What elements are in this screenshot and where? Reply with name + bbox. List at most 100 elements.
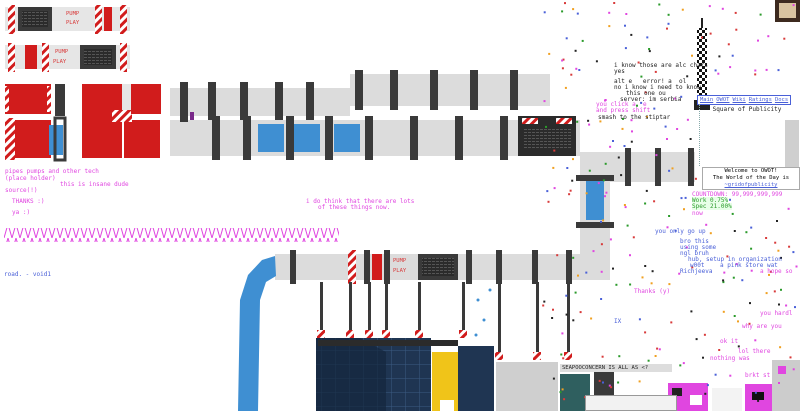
countdown-work: Work 0.75% (692, 197, 729, 204)
noise-dot (658, 3, 661, 6)
noise-dot (754, 73, 757, 76)
pump-row-1 (5, 5, 130, 34)
lower-pipe-line (238, 250, 605, 411)
menu-ratings[interactable]: Ratings (748, 97, 772, 103)
noise-dot (721, 7, 724, 10)
play-label-2[interactable]: PLAY (53, 59, 67, 65)
menu-wiki[interactable]: Wiki (732, 97, 746, 103)
noise-dot (648, 48, 651, 50)
countdown-label: COUNTDOWN: 99,999,999,999 (692, 191, 783, 198)
noise-dot (646, 36, 649, 39)
noise-dot (562, 357, 565, 360)
noise-dot (608, 384, 611, 387)
noise-dot (572, 8, 575, 11)
noise-dot (658, 348, 661, 351)
noise-dot (576, 120, 579, 123)
noise-dot (732, 276, 735, 279)
menu-docs[interactable]: Docs (774, 97, 789, 103)
noise-dot (572, 158, 574, 161)
noise-dot (561, 59, 564, 62)
noise-dot (640, 101, 643, 104)
welcome-panel: Welcome to OWOT! The World of the Day is… (702, 167, 800, 190)
noise-dot (600, 220, 602, 223)
noise-dot (777, 69, 780, 72)
noise-dot (749, 302, 751, 305)
scatter-7: a pink store wat (720, 262, 778, 269)
noise-dot (750, 247, 753, 250)
noise-dot (680, 95, 683, 98)
menu-owot[interactable]: OWOT (716, 97, 730, 103)
noise-dot (561, 67, 564, 70)
menu-main[interactable]: Main (700, 97, 714, 103)
noise-dot (644, 202, 647, 205)
noise-dot (620, 174, 623, 177)
noise-dot (547, 200, 550, 203)
noise-dot (729, 198, 731, 201)
noise-dot (630, 33, 633, 36)
noise-dot (595, 60, 598, 63)
noise-dot (551, 317, 554, 319)
noise-dot (748, 322, 751, 325)
noise-dot (638, 318, 641, 321)
noise-dot (644, 91, 647, 94)
noise-dot (648, 50, 651, 53)
noise-dot (543, 100, 546, 103)
pump-label-2: PUMP (55, 49, 69, 55)
red-tank-block (5, 84, 161, 162)
noise-dot (604, 162, 607, 165)
scatter-6: w00t (690, 262, 705, 269)
noise-dot (678, 272, 681, 275)
noise-dot (585, 271, 588, 274)
play-label-1[interactable]: PLAY (66, 20, 80, 26)
chat-line-5: this one ou (626, 90, 666, 97)
noise-dot (644, 265, 647, 267)
middle-note-2: of these things now. (318, 204, 391, 211)
noise-dot (686, 75, 689, 78)
noise-dot (626, 224, 629, 227)
noise-dot (674, 97, 677, 100)
noise-dot (666, 226, 669, 229)
note-insane: this is insane dude (60, 181, 129, 188)
noise-dot (556, 254, 559, 257)
noise-dot (563, 398, 566, 401)
noise-dot (709, 32, 712, 35)
noise-dot (587, 119, 590, 122)
noise-dot (637, 61, 640, 64)
play-label-3[interactable]: PLAY (393, 268, 407, 274)
noise-dot (729, 66, 732, 69)
noise-dot (552, 166, 555, 169)
noise-dot (576, 12, 579, 15)
noise-dot (545, 125, 547, 128)
scatter-1: you only go up (655, 228, 706, 235)
noise-dot (679, 364, 682, 367)
noise-dot (789, 356, 792, 359)
world-of-day-link[interactable]: ~gridofpublicity (724, 182, 778, 188)
noise-dot (542, 304, 545, 307)
noise-dot (618, 355, 621, 358)
noise-dot (792, 251, 795, 254)
noise-dot (792, 368, 795, 371)
noise-dot (597, 182, 600, 185)
scatter-14: ok it (720, 338, 739, 345)
noise-dot (566, 167, 569, 169)
noise-dot (560, 353, 563, 356)
radio-tower (694, 18, 710, 110)
noise-dot (599, 120, 602, 123)
noise-dot (769, 270, 772, 273)
chat-input[interactable] (585, 395, 677, 411)
noise-dot (553, 187, 556, 190)
noise-dot (691, 54, 693, 57)
noise-dot (629, 283, 632, 286)
zigzag-border (4, 228, 339, 242)
noise-dot (632, 236, 635, 239)
noise-dot (706, 384, 709, 387)
noise-dot (654, 70, 657, 73)
noise-dot (647, 359, 650, 362)
scatter-2: bro this (680, 238, 709, 245)
noise-dot (617, 156, 620, 159)
noise-dot (676, 128, 679, 130)
noise-dot (765, 68, 768, 71)
note-ya: ya :) (12, 209, 31, 216)
pipe-network-top (170, 70, 580, 160)
